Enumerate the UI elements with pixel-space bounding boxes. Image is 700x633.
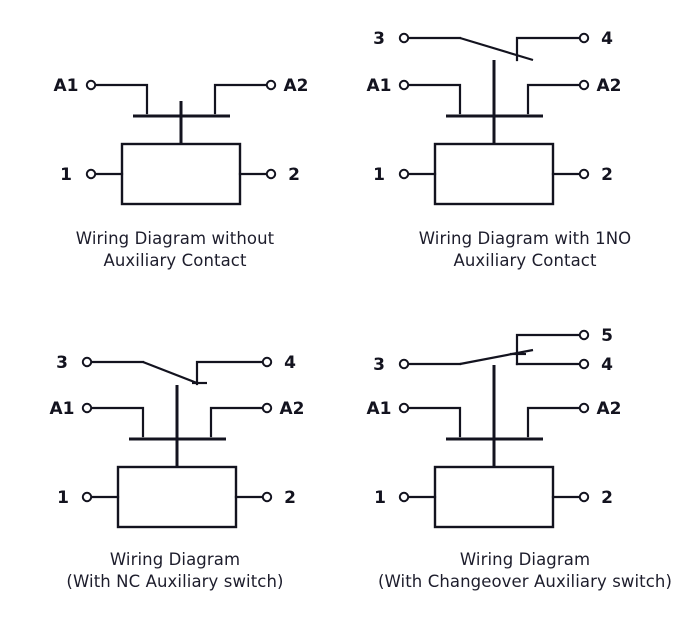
terminal-node-a2 bbox=[265, 79, 277, 91]
terminal-label-a2: A2 bbox=[597, 76, 622, 96]
terminal-node-2 bbox=[578, 168, 590, 180]
diagram-with-nc-auxiliary-switch: 1 2 A1 A2 3 4 bbox=[0, 317, 350, 633]
terminal-label-1: 1 bbox=[374, 488, 386, 508]
terminal-label-a1: A1 bbox=[367, 76, 392, 96]
terminal-node-4 bbox=[578, 32, 590, 44]
terminal-label-4: 4 bbox=[601, 29, 613, 49]
wire-terminal-a2 bbox=[213, 83, 269, 115]
terminal-node-2 bbox=[265, 168, 277, 180]
terminal-label-3: 3 bbox=[56, 353, 68, 373]
terminal-label-a2: A2 bbox=[597, 399, 622, 419]
relay-body-box bbox=[433, 142, 555, 206]
terminal-node-a1 bbox=[81, 402, 93, 414]
schematic-without-auxiliary-contact: 1 2 A1 A2 bbox=[54, 76, 309, 206]
terminal-node-5 bbox=[578, 329, 590, 341]
wire-terminal-a2 bbox=[526, 406, 582, 438]
terminal-node-1 bbox=[81, 491, 93, 503]
terminal-node-a2 bbox=[578, 79, 590, 91]
terminal-node-a1 bbox=[85, 79, 97, 91]
wire-terminal-4 bbox=[195, 360, 265, 386]
auxiliary-contact-blade-changeover bbox=[459, 348, 534, 366]
terminal-label-a2: A2 bbox=[280, 399, 305, 419]
schematic-with-nc-auxiliary-switch: 1 2 A1 A2 3 4 bbox=[50, 353, 305, 529]
terminal-label-a1: A1 bbox=[367, 399, 392, 419]
terminal-label-2: 2 bbox=[284, 488, 296, 508]
diagram-caption: Wiring Diagram with 1NO Auxiliary Contac… bbox=[418, 229, 632, 270]
terminal-node-3 bbox=[398, 32, 410, 44]
wire-terminal-a2 bbox=[526, 83, 582, 115]
wire-terminal-5 bbox=[515, 333, 582, 366]
terminal-label-1: 1 bbox=[373, 165, 385, 185]
relay-body-box bbox=[116, 465, 238, 529]
terminal-node-a1 bbox=[398, 402, 410, 414]
terminal-label-a1: A1 bbox=[50, 399, 75, 419]
terminal-node-3 bbox=[398, 358, 410, 370]
schematic-with-changeover-auxiliary-switch: 1 2 A1 A2 5 3 4 bbox=[367, 326, 622, 529]
auxiliary-contact-blade-no bbox=[459, 36, 534, 62]
wire-terminal-4 bbox=[515, 36, 582, 62]
auxiliary-contact-blade-nc bbox=[142, 360, 198, 385]
wire-terminal-a1 bbox=[406, 406, 462, 438]
terminal-node-1 bbox=[398, 491, 410, 503]
terminal-node-a1 bbox=[398, 79, 410, 91]
relay-body-box bbox=[120, 142, 242, 206]
terminal-label-4: 4 bbox=[601, 355, 613, 375]
terminal-label-1: 1 bbox=[57, 488, 69, 508]
terminal-label-a2: A2 bbox=[284, 76, 309, 96]
terminal-label-a1: A1 bbox=[54, 76, 79, 96]
terminal-label-3: 3 bbox=[373, 355, 385, 375]
wire-terminal-a2 bbox=[209, 406, 265, 438]
terminal-label-3: 3 bbox=[373, 29, 385, 49]
terminal-node-1 bbox=[85, 168, 97, 180]
wire-terminal-a1 bbox=[93, 83, 149, 115]
diagram-caption: Wiring Diagram without Auxiliary Contact bbox=[75, 229, 275, 270]
terminal-node-4 bbox=[261, 356, 273, 368]
terminal-node-a2 bbox=[578, 402, 590, 414]
terminal-node-1 bbox=[398, 168, 410, 180]
terminal-label-5: 5 bbox=[601, 326, 613, 346]
diagram-without-auxiliary-contact: 1 2 A1 A2 Wiring Diagram without Auxilia… bbox=[0, 0, 350, 316]
wire-terminal-a1 bbox=[406, 83, 462, 115]
terminal-label-4: 4 bbox=[284, 353, 296, 373]
wire-terminal-a1 bbox=[89, 406, 145, 438]
terminal-node-4 bbox=[578, 358, 590, 370]
relay-body-box bbox=[433, 465, 555, 529]
terminal-node-2 bbox=[261, 491, 273, 503]
diagram-with-1no-auxiliary-contact: 1 2 A1 A2 3 4 Wiring bbox=[350, 0, 700, 316]
terminal-label-2: 2 bbox=[601, 488, 613, 508]
diagram-with-changeover-auxiliary-switch: 1 2 A1 A2 5 3 4 bbox=[350, 317, 700, 633]
terminal-label-1: 1 bbox=[60, 165, 72, 185]
terminal-node-a2 bbox=[261, 402, 273, 414]
terminal-node-3 bbox=[81, 356, 93, 368]
diagram-caption: Wiring Diagram (With Changeover Auxiliar… bbox=[377, 550, 673, 591]
schematic-with-1no-auxiliary-contact: 1 2 A1 A2 3 4 bbox=[367, 29, 622, 206]
terminal-node-2 bbox=[578, 491, 590, 503]
terminal-label-2: 2 bbox=[288, 165, 300, 185]
terminal-label-2: 2 bbox=[601, 165, 613, 185]
diagram-caption: Wiring Diagram (With NC Auxiliary switch… bbox=[66, 550, 284, 591]
